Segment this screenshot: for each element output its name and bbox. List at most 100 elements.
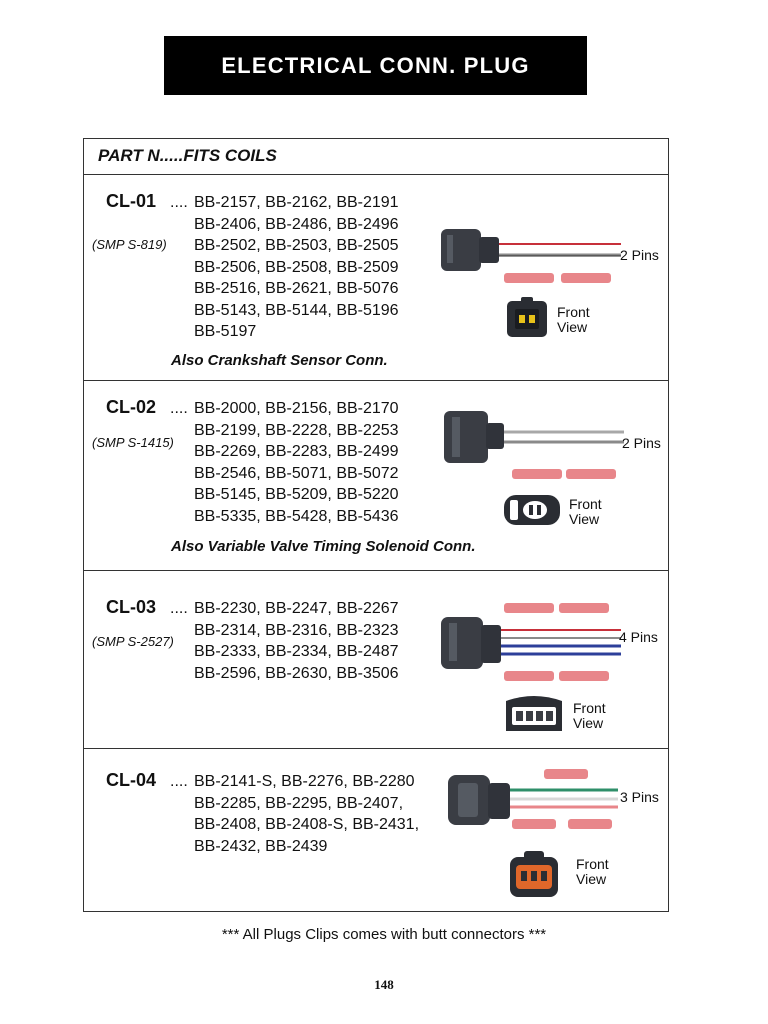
fits-line: BB-2406, BB-2486, BB-2496 bbox=[194, 215, 399, 233]
front-view-line: Front bbox=[557, 304, 590, 320]
table-header-label: PART N.....FITS COILS bbox=[98, 146, 277, 165]
fits-line: BB-2546, BB-5071, BB-5072 bbox=[194, 464, 399, 482]
plug-opening bbox=[523, 501, 547, 519]
fits-line: BB-5335, BB-5428, BB-5436 bbox=[194, 507, 399, 525]
table-header: PART N.....FITS COILS bbox=[84, 139, 668, 175]
pin bbox=[521, 871, 527, 881]
pin bbox=[537, 505, 541, 515]
front-view-line: View bbox=[576, 871, 607, 887]
connector-body bbox=[444, 411, 488, 463]
front-view-line: Front bbox=[569, 496, 602, 512]
leader-dots: .... bbox=[170, 400, 188, 417]
butt-connector bbox=[544, 769, 588, 779]
front-view-image bbox=[510, 851, 558, 897]
butt-connector bbox=[504, 671, 554, 681]
pigtail-connector-image bbox=[441, 229, 621, 283]
pin bbox=[526, 711, 533, 721]
plug-latch bbox=[521, 297, 533, 303]
part-row-cl-02: CL-02 .... (SMP S-1415) BB-2000, BB-2156… bbox=[84, 381, 668, 571]
also-fits-note: Also Crankshaft Sensor Conn. bbox=[171, 352, 388, 369]
fits-line: BB-2502, BB-2503, BB-2505 bbox=[194, 237, 399, 254]
plug-key bbox=[510, 500, 518, 520]
front-view-line: Front bbox=[573, 700, 606, 716]
front-view-line: View bbox=[569, 511, 600, 527]
butt-connector bbox=[504, 273, 554, 283]
fits-line: BB-2432, BB-2439 bbox=[194, 837, 328, 855]
front-view-label: Front View bbox=[573, 701, 606, 731]
butt-connector bbox=[504, 603, 554, 613]
front-view-label: Front View bbox=[576, 857, 609, 887]
pin-count: 3 Pins bbox=[620, 789, 659, 805]
front-view-label: Front View bbox=[557, 305, 590, 335]
butt-connector bbox=[566, 469, 616, 479]
front-view-line: View bbox=[573, 715, 604, 731]
connector-body bbox=[441, 617, 483, 669]
pigtail-connector-image bbox=[448, 769, 618, 829]
leader-dots: .... bbox=[170, 773, 188, 790]
pin bbox=[519, 315, 525, 323]
page-title: ELECTRICAL CONN. PLUG bbox=[221, 52, 530, 78]
pin bbox=[536, 711, 543, 721]
fits-line: BB-2285, BB-2295, BB-2407, bbox=[194, 794, 404, 812]
fits-line: BB-2199, BB-2228, BB-2253 bbox=[194, 421, 399, 439]
fits-line: BB-2516, BB-2621, BB-5076 bbox=[194, 280, 399, 297]
part-number: CL-02 bbox=[106, 397, 157, 417]
fits-line: BB-5143, BB-5144, BB-5196 bbox=[194, 301, 399, 319]
pin-count: 2 Pins bbox=[622, 435, 661, 451]
pin bbox=[516, 711, 523, 721]
butt-connector bbox=[512, 469, 562, 479]
front-view-image bbox=[504, 495, 560, 525]
butt-connector bbox=[559, 603, 609, 613]
pigtail-connector-image bbox=[441, 603, 621, 681]
smp-reference: (SMP S-819) bbox=[92, 237, 167, 252]
part-number: CL-03 bbox=[106, 597, 157, 617]
butt-connector bbox=[568, 819, 612, 829]
part-number: CL-01 bbox=[106, 191, 157, 211]
fits-line: BB-2314, BB-2316, BB-2323 bbox=[194, 621, 399, 639]
fits-line: BB-2157, BB-2162, BB-2191 bbox=[194, 194, 399, 211]
connector-latch bbox=[458, 783, 478, 817]
connector-latch bbox=[452, 417, 460, 457]
pin bbox=[531, 871, 537, 881]
fits-coils-list: BB-2000, BB-2156, BB-2170 BB-2199, BB-22… bbox=[194, 398, 399, 527]
also-fits-note: Also Variable Valve Timing Solenoid Conn… bbox=[171, 538, 476, 555]
connector-back bbox=[481, 625, 501, 663]
front-view-line: View bbox=[557, 319, 588, 335]
pin bbox=[529, 315, 535, 323]
footer-note: *** All Plugs Clips comes with butt conn… bbox=[221, 926, 547, 943]
front-view-line: Front bbox=[576, 856, 609, 872]
part-row-cl-03: CL-03 .... (SMP S-2527) BB-2230, BB-2247… bbox=[84, 571, 668, 749]
leader-dots: .... bbox=[170, 194, 188, 211]
connector-latch bbox=[447, 235, 453, 263]
connector-back bbox=[486, 423, 504, 449]
front-view-image bbox=[507, 297, 547, 337]
pin bbox=[546, 711, 553, 721]
plug-latch bbox=[524, 851, 544, 861]
pin-count: 4 Pins bbox=[619, 629, 658, 645]
butt-connector bbox=[561, 273, 611, 283]
smp-reference: (SMP S-2527) bbox=[92, 634, 174, 649]
pin bbox=[541, 871, 547, 881]
fits-line: BB-5145, BB-5209, BB-5220 bbox=[194, 486, 399, 503]
page-number: 148 bbox=[374, 977, 394, 992]
part-row-cl-01: CL-01 .... (SMP S-819) BB-2157, BB-2162,… bbox=[84, 175, 668, 381]
fits-line: BB-2269, BB-2283, BB-2499 bbox=[194, 443, 399, 460]
smp-reference: (SMP S-1415) bbox=[92, 435, 174, 450]
fits-line: BB-2596, BB-2630, BB-3506 bbox=[194, 664, 399, 682]
plug-opening bbox=[515, 309, 539, 329]
parts-table: PART N.....FITS COILS CL-01 .... (SMP S-… bbox=[83, 138, 669, 912]
front-view-image bbox=[506, 696, 562, 731]
page-title-banner: ELECTRICAL CONN. PLUG bbox=[164, 36, 587, 95]
fits-coils-list: BB-2157, BB-2162, BB-2191 BB-2406, BB-24… bbox=[194, 192, 399, 343]
part-row-cl-04: CL-04 .... BB-2141-S, BB-2276, BB-2280 B… bbox=[84, 749, 668, 911]
pin-count: 2 Pins bbox=[620, 247, 659, 263]
fits-line: BB-2141-S, BB-2276, BB-2280 bbox=[194, 773, 415, 790]
fits-line: BB-2000, BB-2156, BB-2170 bbox=[194, 400, 399, 417]
part-number: CL-04 bbox=[106, 770, 157, 790]
fits-coils-list: BB-2141-S, BB-2276, BB-2280 BB-2285, BB-… bbox=[194, 771, 419, 857]
connector-back bbox=[479, 237, 499, 263]
connector-back bbox=[488, 783, 510, 819]
leader-dots: .... bbox=[170, 600, 188, 617]
front-view-label: Front View bbox=[569, 497, 602, 527]
fits-line: BB-2230, BB-2247, BB-2267 bbox=[194, 600, 399, 617]
